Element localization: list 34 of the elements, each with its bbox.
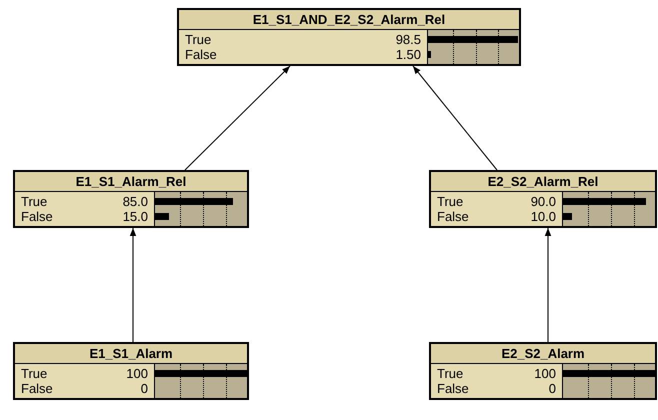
probability-value: 85.0 xyxy=(122,195,148,208)
belief-node xyxy=(429,170,657,228)
probability-value: 10.0 xyxy=(530,210,556,223)
probability-value: 98.5 xyxy=(396,33,421,46)
arrow xyxy=(412,66,498,170)
probability-value: 100 xyxy=(534,367,556,380)
state-label: True xyxy=(185,33,212,46)
probability-value: 0 xyxy=(548,382,556,395)
belief-node xyxy=(13,342,249,400)
probability-value: 90.0 xyxy=(530,195,556,208)
state-label: True xyxy=(21,367,48,380)
node-title: E1_S1_AND_E2_S2_Alarm_Rel xyxy=(252,13,446,26)
state-label: True xyxy=(437,195,464,208)
probability-value: 15.0 xyxy=(122,210,148,223)
node-title: E2_S2_Alarm xyxy=(501,347,585,360)
belief-node xyxy=(177,8,521,66)
state-label: True xyxy=(21,195,48,208)
belief-node xyxy=(13,170,249,228)
state-label: False xyxy=(437,210,469,223)
state-label: False xyxy=(437,382,469,395)
arrow xyxy=(184,66,290,170)
probability-value: 0 xyxy=(140,382,148,395)
node-title: E1_S1_Alarm_Rel xyxy=(76,175,186,188)
state-label: False xyxy=(185,48,217,61)
probability-value: 100 xyxy=(126,367,148,380)
node-title: E1_S1_Alarm xyxy=(89,347,173,360)
state-label: False xyxy=(21,210,53,223)
arrow xyxy=(544,228,552,342)
state-label: False xyxy=(21,382,53,395)
probability-value: 1.50 xyxy=(396,48,421,61)
node-title: E2_S2_Alarm_Rel xyxy=(488,175,598,188)
belief-node xyxy=(429,342,657,400)
state-label: True xyxy=(437,367,464,380)
arrow xyxy=(130,228,136,342)
